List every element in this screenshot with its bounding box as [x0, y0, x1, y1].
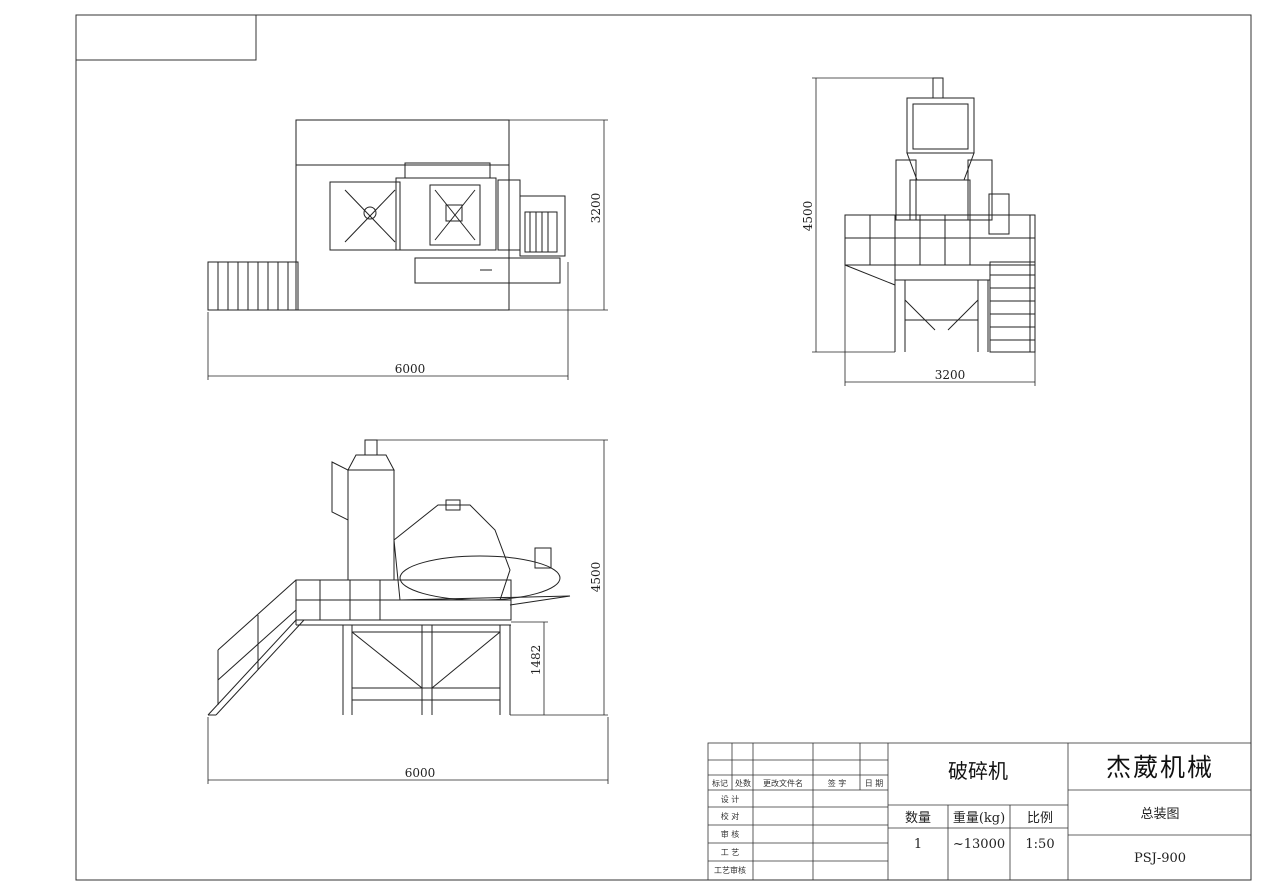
front-platform-dimension: 1482 [529, 645, 543, 676]
side-view [844, 77, 1036, 353]
spec-value-scale: 1:50 [1025, 837, 1054, 852]
approval-check: 校 对 [721, 811, 740, 821]
sheet-border [75, 14, 1252, 881]
rev-header-sign: 签 字 [828, 778, 847, 788]
spec-value-quantity: 1 [914, 837, 922, 852]
corner-box [75, 14, 257, 61]
top-height-dimension: 3200 [589, 193, 603, 224]
top-width-dimension: 6000 [395, 362, 426, 376]
company-name: 杰葳机械 [1106, 753, 1214, 782]
approval-process: 工 艺 [721, 848, 740, 857]
title-block [707, 742, 1252, 881]
product-name: 破碎机 [948, 759, 1008, 783]
front-height-dimension: 4500 [589, 562, 603, 593]
model-number: PSJ-900 [1134, 851, 1186, 866]
side-height-dimension: 4500 [801, 201, 815, 232]
top-view [207, 119, 566, 311]
side-width-dimension: 3200 [935, 368, 966, 382]
top-view-dimensions [207, 119, 608, 380]
front-view-dimensions [207, 439, 609, 784]
rev-header-count: 处数 [735, 778, 751, 788]
side-view-dimensions [812, 77, 1036, 386]
spec-value-weight: ~13000 [953, 837, 1005, 852]
spec-header-scale: 比例 [1027, 811, 1053, 826]
front-width-dimension: 6000 [405, 766, 436, 780]
front-view [207, 439, 571, 716]
rev-header-mark: 标记 [712, 778, 728, 788]
spec-header-quantity: 数量 [905, 811, 931, 826]
spec-header-weight: 重量(kg) [953, 810, 1005, 826]
drawing-type: 总装图 [1140, 807, 1179, 822]
approval-design: 设 计 [721, 794, 740, 804]
approval-process-review: 工艺审核 [714, 865, 746, 875]
approval-review: 审 核 [721, 829, 740, 839]
rev-header-file: 更改文件名 [763, 778, 803, 788]
rev-header-date: 日 期 [865, 779, 884, 788]
